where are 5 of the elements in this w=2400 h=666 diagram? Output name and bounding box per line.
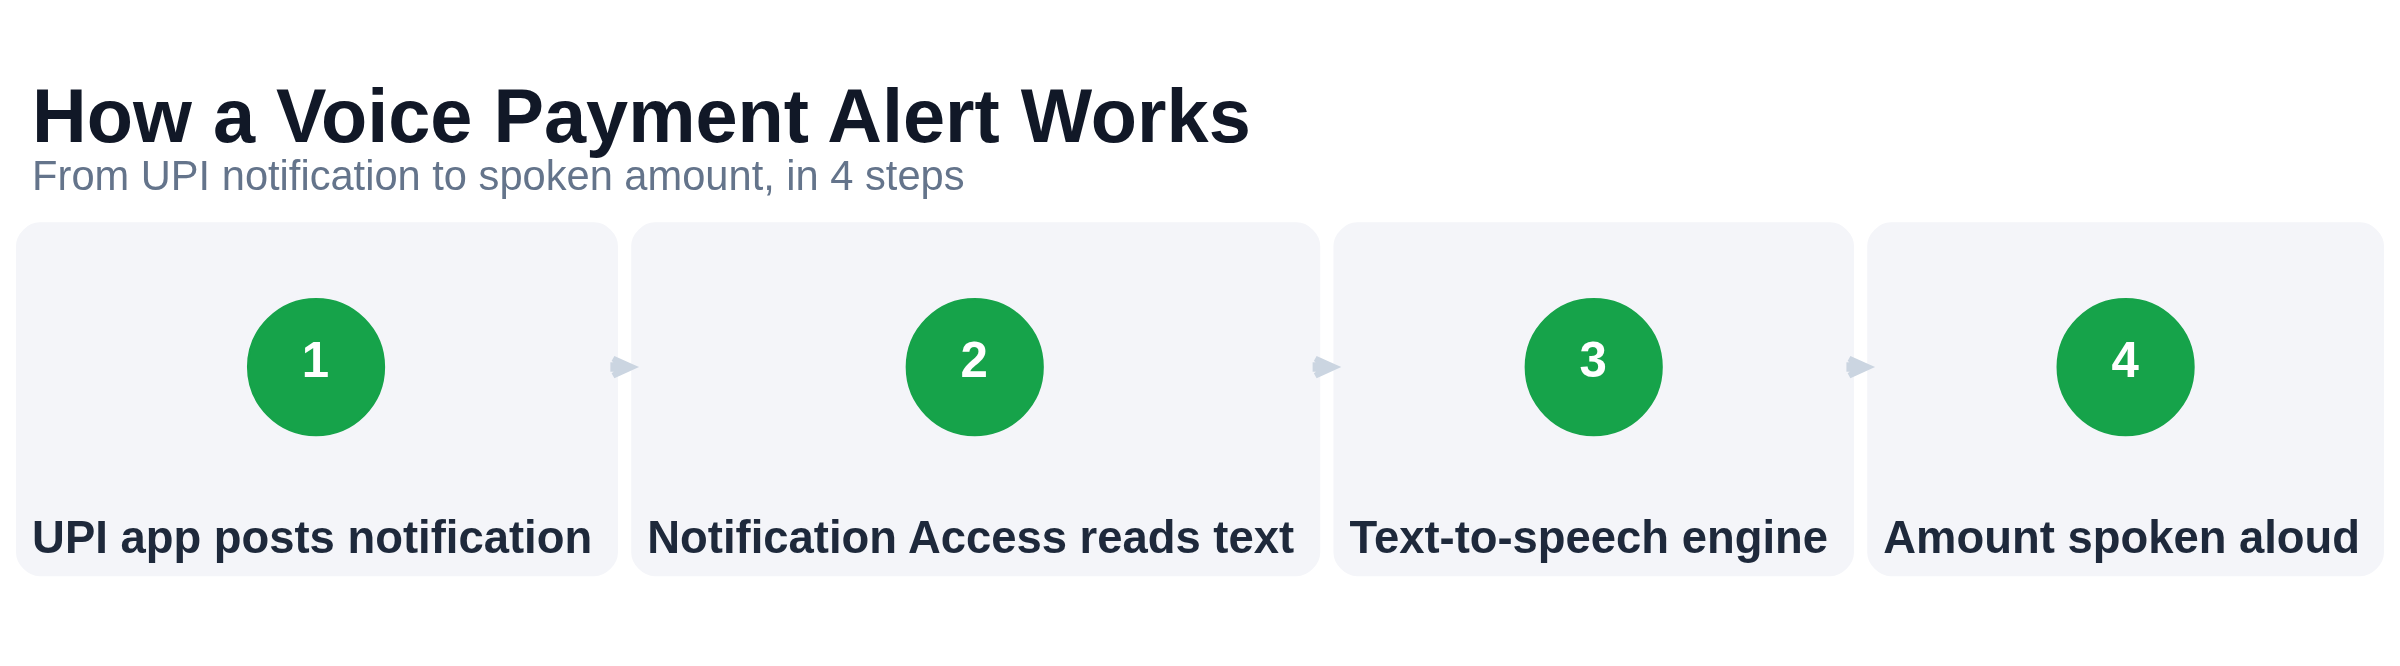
node-circle: 3: [1524, 298, 1663, 437]
node-circle: 1: [246, 298, 386, 437]
node-circle: 2: [905, 298, 1044, 437]
arrow: [1312, 355, 1338, 379]
node-circle: 4: [2056, 298, 2195, 437]
